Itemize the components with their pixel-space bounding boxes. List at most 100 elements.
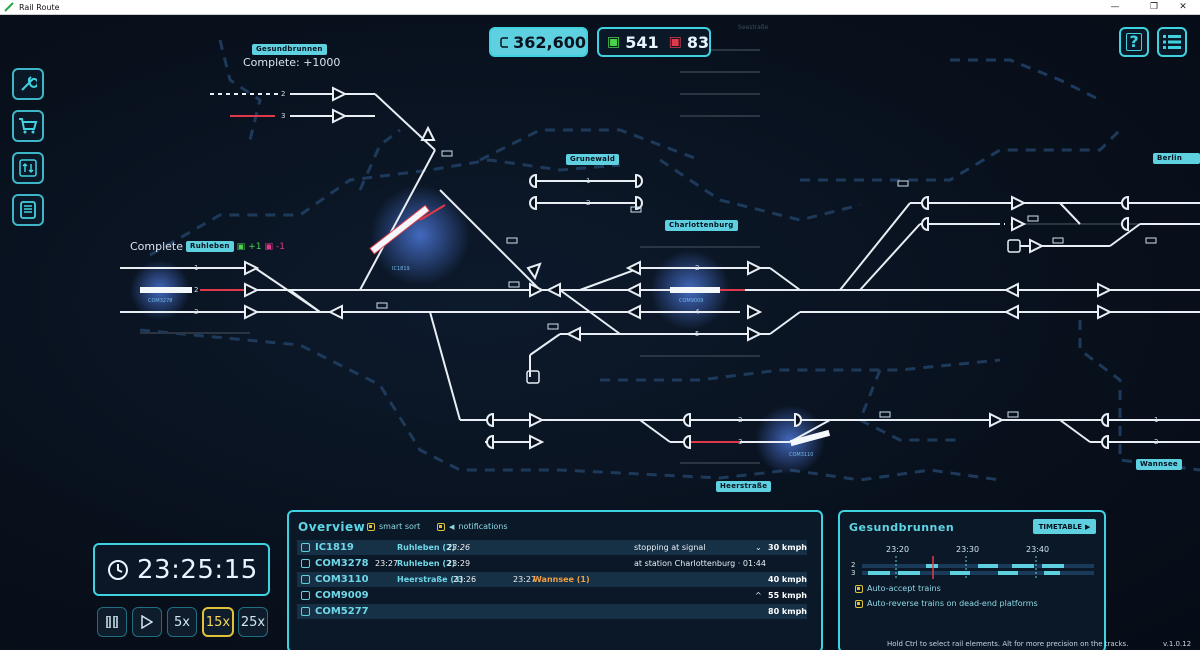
track-number: 4 bbox=[695, 308, 700, 316]
timetable-chart: 23:20 23:30 23:40 2 3 bbox=[850, 545, 1095, 580]
track-number: 2 bbox=[695, 264, 700, 272]
pause-button[interactable] bbox=[97, 607, 127, 637]
signal-triangle bbox=[1029, 238, 1045, 254]
train-missed-icon: ▣ bbox=[264, 241, 273, 252]
signal-triangle bbox=[244, 260, 260, 276]
window-titlebar: Rail Route — ❐ ✕ bbox=[0, 0, 1200, 15]
station-label-heerstrasse[interactable]: Heerstraße bbox=[716, 481, 772, 492]
signal-triangle bbox=[989, 412, 1005, 428]
train-id[interactable]: COM5277 bbox=[315, 606, 369, 617]
trains[interactable] bbox=[140, 204, 831, 447]
signal-triangle bbox=[747, 326, 763, 342]
station-label-grunewald[interactable]: Grunewald bbox=[566, 154, 620, 165]
signal-triangle bbox=[244, 304, 260, 320]
train-icon bbox=[301, 591, 310, 600]
train-arrived-icon: ▣ bbox=[236, 241, 246, 252]
help-button[interactable]: ? bbox=[1119, 27, 1149, 57]
train-status: stopping at signal bbox=[634, 543, 706, 552]
train-id[interactable]: COM3278 bbox=[315, 558, 369, 569]
track-number: 5 bbox=[695, 330, 700, 338]
completion-label: Complete bbox=[130, 240, 184, 253]
expand-chevron-icon[interactable]: ⌄ bbox=[755, 543, 762, 552]
station-label-wannsee[interactable]: Wannsee bbox=[1136, 459, 1182, 470]
time-tick: 23:40 bbox=[1026, 545, 1050, 554]
train-id[interactable]: IC1819 bbox=[315, 542, 354, 553]
signal-triangle bbox=[526, 262, 542, 281]
signal-triangle bbox=[529, 434, 545, 450]
train-id[interactable]: COM3110 bbox=[315, 574, 369, 585]
overview-train-row[interactable]: COM9009 ^ 55 kmph bbox=[297, 588, 807, 603]
speed-5x-button[interactable]: 5x bbox=[167, 607, 197, 637]
game-viewport[interactable]: 2 3 1 2 1 2 3 2 4 5 2 3 1 2 Gesundbrunne… bbox=[0, 15, 1200, 650]
train-time-after: 23:26 bbox=[447, 543, 471, 552]
overview-train-row[interactable]: IC1819 Ruhleben (2)23:26 stopping at signa… bbox=[297, 540, 807, 555]
train-icon bbox=[301, 543, 310, 552]
window-title: Rail Route bbox=[19, 2, 60, 12]
rail-network-map[interactable] bbox=[0, 15, 1200, 650]
signal-triangle bbox=[529, 412, 545, 428]
restore-button[interactable]: ❐ bbox=[1149, 2, 1159, 12]
close-button[interactable]: ✕ bbox=[1179, 2, 1187, 12]
station-label-ruhleben[interactable]: Ruhleben bbox=[186, 241, 234, 252]
signals[interactable] bbox=[244, 86, 1113, 450]
train-com3278 bbox=[140, 287, 192, 293]
speed-15x-button[interactable]: 15x bbox=[202, 607, 234, 637]
train-speed: 55 kmph bbox=[768, 591, 807, 600]
depot-icons bbox=[526, 239, 1021, 384]
rail-route-logo-icon bbox=[4, 2, 14, 12]
time-tick: 23:20 bbox=[886, 545, 910, 554]
minimize-button[interactable]: — bbox=[1110, 2, 1120, 12]
station-label-berlin-hbf[interactable]: Berlin Hbf bbox=[1153, 153, 1200, 173]
train-score-counter: ▣ 541 ▣ 83 bbox=[597, 27, 711, 57]
menu-button[interactable] bbox=[1157, 27, 1187, 57]
auto-accept-toggle[interactable]: Auto-accept trains bbox=[855, 584, 941, 593]
expand-chevron-icon[interactable]: ^ bbox=[755, 591, 762, 600]
notifications-checkbox[interactable] bbox=[437, 522, 445, 531]
station-label-charlottenburg[interactable]: Charlottenburg bbox=[665, 220, 738, 231]
track-number: 1 bbox=[1154, 416, 1159, 424]
train-time-after: 23:29 bbox=[447, 559, 471, 568]
smart-sort-checkbox[interactable] bbox=[367, 522, 375, 531]
signal-triangle bbox=[625, 304, 641, 320]
build-tool-button[interactable] bbox=[12, 68, 44, 100]
signal-triangle bbox=[244, 282, 260, 298]
train-dest-time: 23:27 bbox=[513, 575, 537, 584]
track-number: 3 bbox=[194, 308, 199, 316]
train-id[interactable]: COM9009 bbox=[315, 590, 369, 601]
train-time-after: 23:26 bbox=[453, 575, 477, 584]
auto-accept-label: Auto-accept trains bbox=[867, 584, 941, 593]
auto-accept-checkbox[interactable] bbox=[855, 584, 863, 593]
signal-triangle bbox=[1003, 304, 1019, 320]
train-destination: Wannsee (1) bbox=[533, 575, 590, 584]
train-origin: Ruhleben (2) bbox=[397, 543, 456, 552]
signal-triangle bbox=[747, 304, 763, 320]
speed-25x-button[interactable]: 25x bbox=[238, 607, 268, 637]
train-icon bbox=[301, 559, 310, 568]
shop-button[interactable] bbox=[12, 110, 44, 142]
clock-icon bbox=[108, 559, 128, 580]
train-icon bbox=[301, 575, 310, 584]
controls-hint: Hold Ctrl to select rail elements. Alt f… bbox=[887, 640, 1129, 648]
train-glow bbox=[755, 405, 825, 475]
notifications-toggle[interactable]: ◀ notifications bbox=[437, 522, 508, 531]
train-com3278-b bbox=[670, 287, 720, 293]
clock-time: 23:25:15 bbox=[137, 554, 258, 585]
smart-sort-toggle[interactable]: smart sort bbox=[367, 522, 420, 531]
train-map-label: IC1819 bbox=[392, 266, 410, 272]
guide-book-button[interactable] bbox=[12, 194, 44, 226]
timetable-button[interactable]: Timetable ▶ bbox=[1033, 519, 1096, 534]
swap-tool-button[interactable] bbox=[12, 152, 44, 184]
track-number: 3 bbox=[281, 112, 286, 120]
station-label-gesundbrunnen[interactable]: Gesundbrunnen bbox=[252, 44, 327, 55]
money-counter: 362,600 bbox=[489, 27, 588, 57]
approach-lines bbox=[120, 93, 1095, 421]
play-button[interactable] bbox=[132, 607, 162, 637]
auto-reverse-toggle[interactable]: Auto-reverse trains on dead-end platform… bbox=[855, 599, 1038, 608]
auto-reverse-checkbox[interactable] bbox=[855, 599, 863, 608]
train-arrived-icon: ▣ bbox=[607, 34, 621, 50]
timetable-bars bbox=[862, 556, 1094, 579]
train-origin: Ruhleben (2) bbox=[397, 559, 456, 568]
